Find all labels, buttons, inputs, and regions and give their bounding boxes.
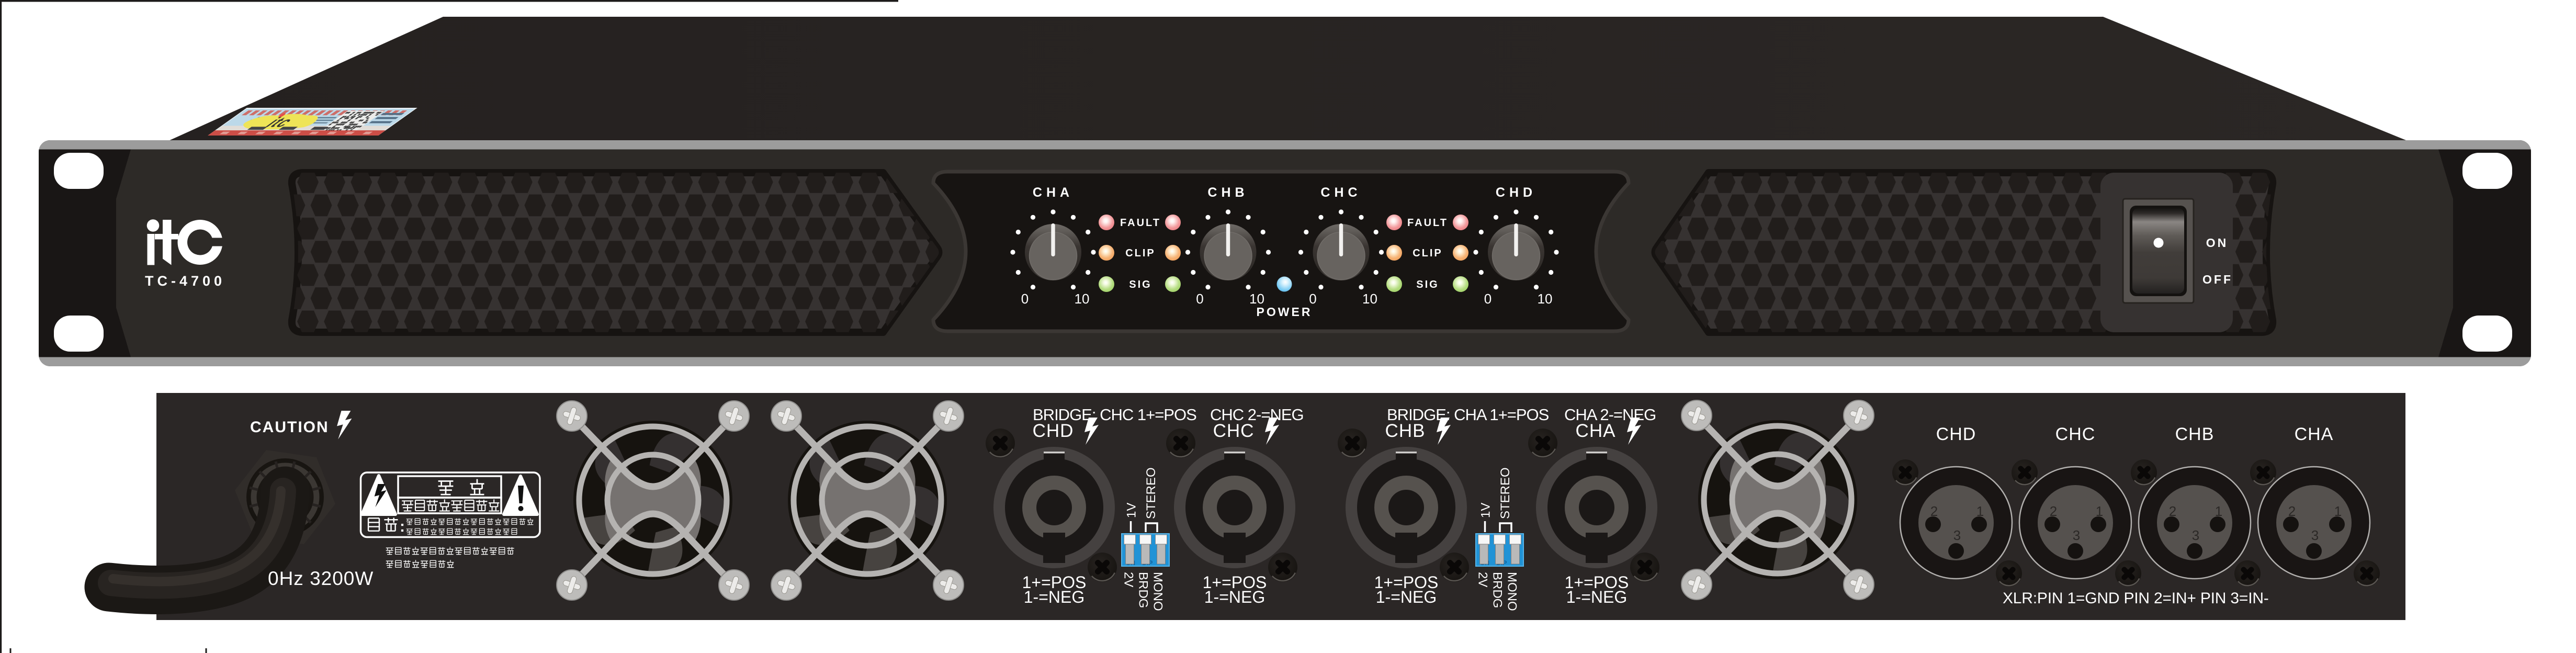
svg-text:2V: 2V [1476, 572, 1490, 587]
svg-text:0: 0 [1309, 291, 1316, 307]
svg-text:0: 0 [1196, 291, 1203, 307]
svg-text:0: 0 [1484, 291, 1492, 307]
svg-text:CHC 2-=NEG: CHC 2-=NEG [1210, 406, 1304, 424]
svg-text:1-=NEG: 1-=NEG [1024, 588, 1084, 606]
svg-text:CHA: CHA [1033, 185, 1074, 200]
svg-text:ON: ON [2206, 236, 2229, 250]
svg-text:CAUTION: CAUTION [250, 419, 329, 436]
svg-text:OFF: OFF [2202, 273, 2233, 286]
svg-text:STEREO: STEREO [1144, 467, 1158, 519]
svg-text:2: 2 [2050, 503, 2057, 519]
svg-text:1-=NEG: 1-=NEG [1376, 588, 1437, 606]
svg-text:1+=POS: 1+=POS [1374, 573, 1439, 592]
svg-text:BRIDGE: CHA 1+=POS: BRIDGE: CHA 1+=POS [1387, 406, 1549, 424]
svg-text:FAULT: FAULT [1407, 217, 1448, 229]
svg-text:1+=POS: 1+=POS [1022, 573, 1087, 592]
svg-text:3: 3 [1953, 527, 1961, 543]
svg-text:1: 1 [2096, 503, 2103, 519]
svg-text:CHC: CHC [1213, 421, 1255, 441]
svg-text:0Hz 3200W: 0Hz 3200W [268, 568, 374, 589]
svg-text:2: 2 [1930, 503, 1938, 519]
svg-text:FAULT: FAULT [1120, 217, 1161, 229]
svg-text:1+=POS: 1+=POS [1203, 573, 1267, 592]
svg-text:SIG: SIG [1129, 279, 1151, 290]
svg-text:CHA 2-=NEG: CHA 2-=NEG [1564, 406, 1656, 424]
svg-text:BRDG: BRDG [1490, 572, 1505, 608]
svg-text:CLIP: CLIP [1413, 247, 1443, 259]
svg-text:POWER: POWER [1257, 305, 1313, 319]
svg-text:SIG: SIG [1416, 279, 1439, 290]
svg-text:3: 3 [2311, 527, 2319, 543]
svg-text:1: 1 [2215, 503, 2222, 519]
svg-text:10: 10 [1362, 291, 1377, 307]
svg-text::: : [400, 518, 405, 535]
svg-text:2V: 2V [1122, 572, 1136, 587]
svg-text:BRDG: BRDG [1136, 572, 1150, 608]
svg-text:10: 10 [1538, 291, 1553, 307]
svg-text:3: 3 [2073, 527, 2080, 543]
svg-text:1: 1 [1976, 503, 1984, 519]
svg-text:0: 0 [1021, 291, 1029, 307]
svg-text:CHB: CHB [2175, 424, 2215, 444]
svg-text:CHB: CHB [1385, 421, 1426, 441]
svg-text:10: 10 [1249, 291, 1264, 307]
svg-text:XLR:PIN 1=GND PIN 2=IN+ PIN 3=: XLR:PIN 1=GND PIN 2=IN+ PIN 3=IN- [2003, 590, 2269, 607]
svg-text:MONO: MONO [1505, 572, 1519, 611]
svg-text:CHA: CHA [1576, 421, 1616, 441]
svg-text:CHB: CHB [1207, 185, 1248, 200]
svg-text:1+=POS: 1+=POS [1565, 573, 1629, 592]
svg-text:CHD: CHD [1033, 421, 1074, 441]
svg-text:2: 2 [2169, 503, 2176, 519]
svg-text:1: 1 [2334, 503, 2342, 519]
svg-text:1V: 1V [1125, 503, 1139, 518]
svg-text:STEREO: STEREO [1498, 467, 1512, 519]
svg-text:1-=NEG: 1-=NEG [1204, 588, 1265, 606]
svg-text:CHD: CHD [1936, 424, 1976, 444]
svg-text:2: 2 [2288, 503, 2296, 519]
svg-text:TC-4700: TC-4700 [145, 273, 225, 289]
svg-text:MONO: MONO [1151, 572, 1165, 611]
svg-text:3: 3 [2192, 527, 2199, 543]
svg-text:CHC: CHC [1320, 185, 1361, 200]
svg-text:CHA: CHA [2295, 424, 2334, 444]
svg-text:CHD: CHD [1496, 185, 1536, 200]
svg-text:CHC: CHC [2055, 424, 2096, 444]
svg-text:1V: 1V [1479, 503, 1493, 518]
svg-text:1-=NEG: 1-=NEG [1566, 588, 1627, 606]
svg-text:CLIP: CLIP [1125, 247, 1156, 259]
svg-text:10: 10 [1075, 291, 1090, 307]
svg-text:BRIDGE: CHC 1+=POS: BRIDGE: CHC 1+=POS [1033, 406, 1196, 424]
